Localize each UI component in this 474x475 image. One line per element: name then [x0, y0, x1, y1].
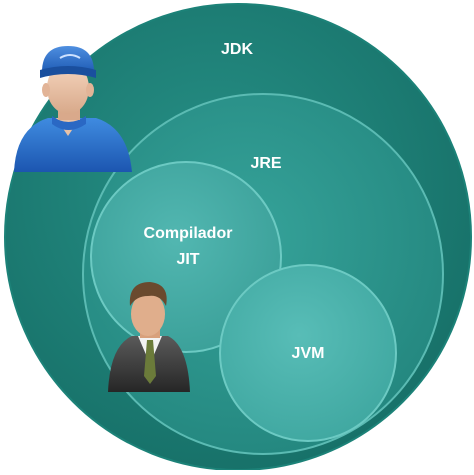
jvm-circle: [219, 264, 397, 442]
jdk-label: JDK: [221, 41, 253, 58]
businessman-person-icon: [108, 282, 190, 392]
jvm-label: JVM: [292, 345, 325, 362]
developer-person-icon: [14, 46, 132, 172]
jre-label: JRE: [250, 155, 281, 172]
jit-label-line2: JIT: [176, 251, 199, 268]
jit-label-line1: Compilador: [144, 225, 233, 242]
